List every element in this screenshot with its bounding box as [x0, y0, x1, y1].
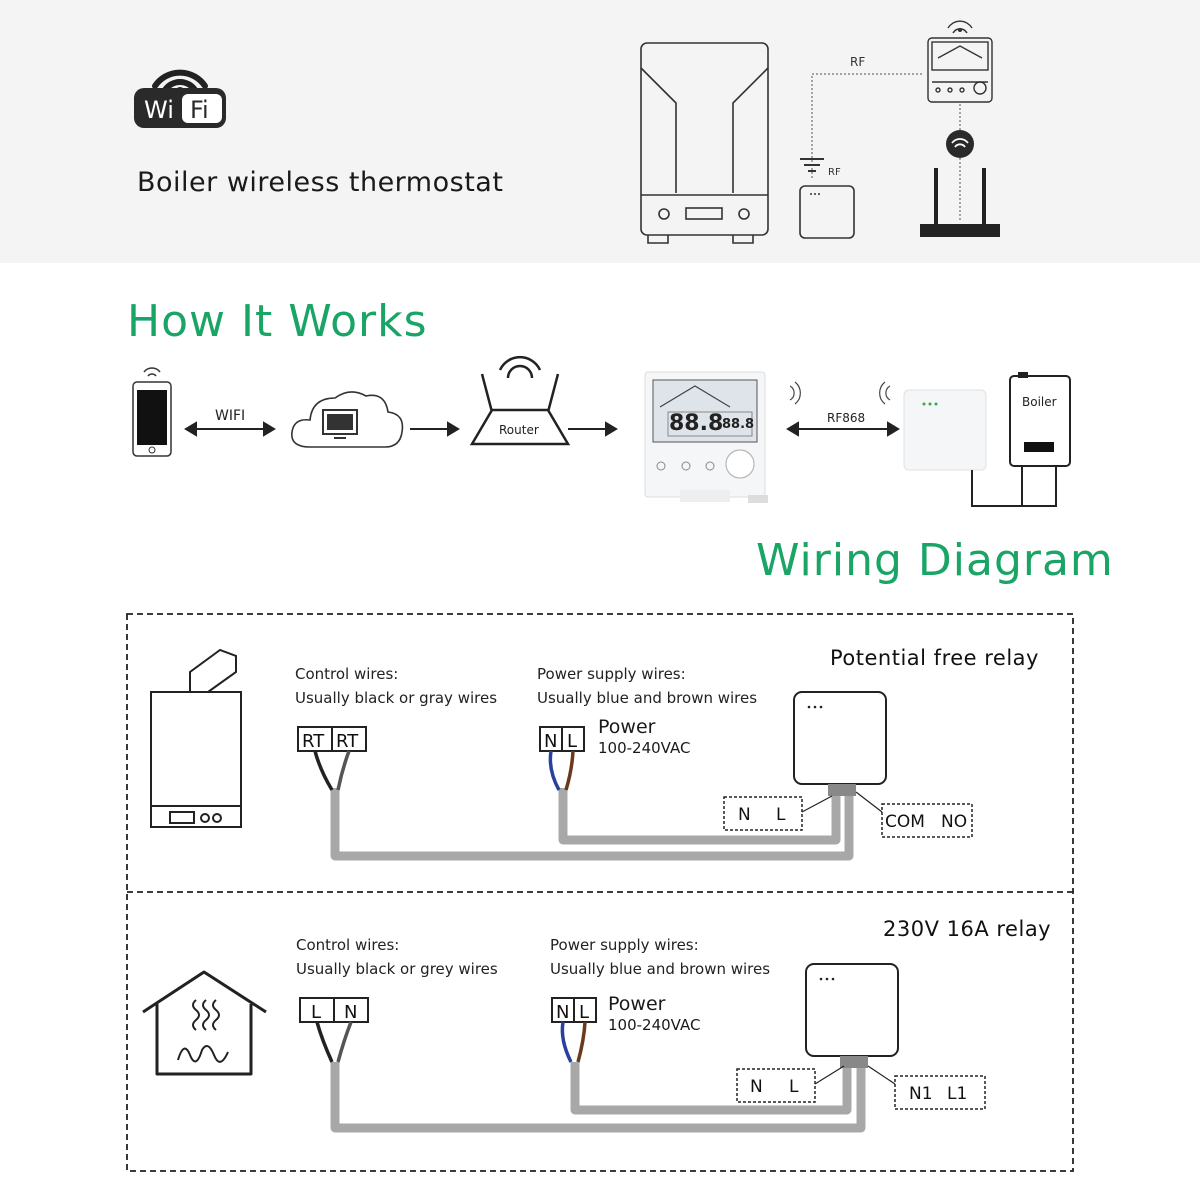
- wifi-link-label: WIFI: [215, 408, 245, 424]
- page-title: Boiler wireless thermostat: [137, 167, 504, 198]
- panel2-control-desc: Usually black or grey wires: [296, 960, 498, 978]
- display-temp-main: 88.8: [669, 411, 723, 436]
- panel2-terminal-l-label: L: [311, 1002, 321, 1023]
- rf-receiver-label: RF: [828, 167, 841, 178]
- panel1-power-title: Power supply wires:: [537, 665, 686, 683]
- panel2-control-title: Control wires:: [296, 936, 400, 954]
- phone-icon: [132, 367, 172, 457]
- panel2-terminal-n: [333, 997, 369, 1023]
- panel1-voltage: 100-240VAC: [598, 739, 691, 757]
- panel2-relay-input-l: L: [789, 1077, 799, 1097]
- rf-receiver-icon: [903, 389, 987, 471]
- panel2-relay-output-box: [894, 1075, 986, 1110]
- router-label: Router: [499, 423, 539, 437]
- wifi-logo-left-text: Wi: [144, 96, 174, 124]
- panel2-cables: [330, 1062, 866, 1133]
- panel2-power-title: Power supply wires:: [550, 936, 699, 954]
- thermostat-outline: [927, 37, 993, 103]
- top-banner: [0, 0, 1200, 263]
- boiler-label: Boiler: [1022, 395, 1057, 409]
- wifi-logo-right-text: Fi: [190, 96, 209, 124]
- panel2-relay-input-n: N: [750, 1077, 763, 1097]
- wifi-logo: Wi Fi: [134, 69, 226, 128]
- panel1-relay-input-box: [723, 796, 803, 831]
- rf868-label: RF868: [827, 411, 865, 425]
- panel1-terminal-rt-2-label: RT: [336, 731, 359, 752]
- panel1-control-title: Control wires:: [295, 665, 399, 683]
- panel2-floor-heating-icon: [142, 970, 267, 1076]
- boiler-outline: [640, 42, 769, 236]
- panel2-control-wires: [315, 1021, 353, 1063]
- panel2-relay-module: [805, 963, 899, 1057]
- panel2-relay-output-l1: L1: [947, 1084, 967, 1104]
- thermostat-device-icon: [644, 371, 768, 503]
- boiler-icon: [971, 372, 1071, 507]
- panel1-power-desc: Usually blue and brown wires: [537, 689, 758, 707]
- top-system-illustration: RF RF: [640, 20, 1000, 244]
- panel1-power-label: Power: [598, 716, 656, 738]
- panel1-control-wires: [313, 750, 351, 791]
- panel1-relay-output-com: COM: [885, 812, 925, 832]
- panel1-cables: [330, 788, 854, 861]
- panel2-terminal-n-power-label: N: [556, 1002, 569, 1023]
- panel2-power-desc: Usually blue and brown wires: [550, 960, 771, 978]
- panel1-power-wires: [548, 750, 575, 791]
- panel2-heading: 230V 16A relay: [883, 917, 1052, 941]
- panel1-terminal-rt-1-label: RT: [302, 731, 325, 752]
- panel1-relay-output-no: NO: [941, 812, 967, 832]
- panel1-relay-input-n: N: [738, 805, 751, 825]
- rf-link-label: RF: [850, 55, 865, 69]
- display-temp-small: 88.8: [722, 417, 754, 432]
- how-it-works-flow: WIFI Router 88.8 88.8 RF868: [132, 355, 1071, 507]
- panel2-voltage: 100-240VAC: [608, 1016, 701, 1034]
- panel1-boiler-icon: [150, 648, 242, 828]
- panel1-heading: Potential free relay: [830, 646, 1039, 670]
- panel1-terminal-l-label: L: [567, 731, 577, 752]
- panel1-control-desc: Usually black or gray wires: [295, 689, 498, 707]
- panel2-power-label: Power: [608, 993, 666, 1015]
- panel2-relay-output-n1: N1: [909, 1084, 933, 1104]
- wiring-diagram-title: Wiring Diagram: [756, 535, 1114, 586]
- how-it-works-title: How It Works: [127, 296, 428, 347]
- panel1-relay-input-l: L: [776, 805, 786, 825]
- panel1-terminal-n-label: N: [544, 731, 557, 752]
- router-icon: [469, 355, 571, 446]
- panel2-power-wires: [560, 1021, 587, 1063]
- panel2-relay-input-box: [736, 1068, 816, 1103]
- panel1-relay-output-box: [881, 803, 973, 838]
- rf-receiver-outline: [799, 185, 855, 239]
- panel2-terminal-n-label: N: [344, 1002, 357, 1023]
- panel2-terminal-l-power-label: L: [579, 1002, 589, 1023]
